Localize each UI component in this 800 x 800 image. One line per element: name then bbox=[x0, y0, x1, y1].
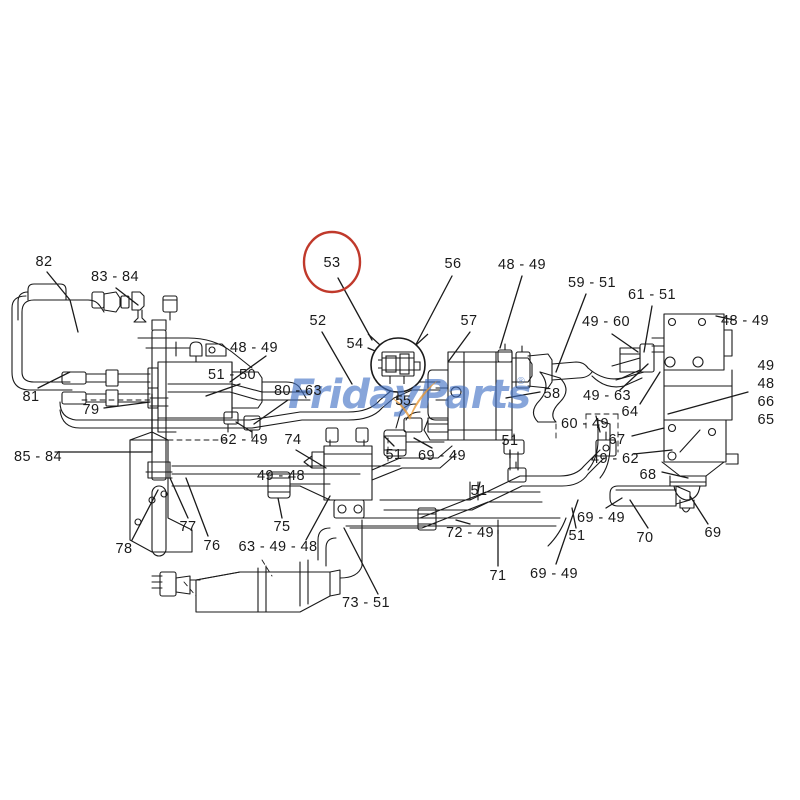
callout-c58: 58 bbox=[543, 385, 561, 402]
callout-c67: 67 bbox=[608, 431, 626, 448]
callout-c74: 74 bbox=[284, 431, 302, 448]
callout-c51-c: 51 bbox=[470, 482, 488, 499]
callout-c62-49: 62 - 49 bbox=[220, 431, 268, 448]
long-horizontal-tubes bbox=[59, 383, 349, 439]
callout-c59-51: 59 - 51 bbox=[568, 274, 616, 291]
lower-left-pipe bbox=[151, 519, 363, 613]
callout-c70: 70 bbox=[636, 529, 654, 546]
callout-c76: 76 bbox=[203, 537, 221, 554]
callout-c82: 82 bbox=[35, 253, 53, 270]
callout-c79: 79 bbox=[82, 401, 100, 418]
callout-c75: 75 bbox=[273, 518, 291, 535]
callout-c71: 71 bbox=[489, 567, 507, 584]
callout-c48-49-R: 48 - 49 bbox=[721, 312, 769, 329]
callout-c68: 68 bbox=[639, 466, 657, 483]
callout-c51-a: 51 bbox=[385, 446, 403, 463]
callout-c48-49-M: 48 - 49 bbox=[498, 256, 546, 273]
callout-c66r: 66 bbox=[757, 393, 775, 410]
callout-c69: 69 bbox=[704, 524, 722, 541]
callout-c49r: 49 bbox=[757, 357, 775, 374]
highlight-circle-53 bbox=[302, 230, 362, 294]
callout-c81: 81 bbox=[22, 388, 40, 405]
callout-c77: 77 bbox=[179, 518, 197, 535]
highlighted-callout-53: 53 bbox=[323, 254, 341, 271]
callout-c72-49: 72 - 49 bbox=[446, 524, 494, 541]
callout-c57: 57 bbox=[460, 312, 478, 329]
leader-lines bbox=[37, 271, 749, 595]
callout-c65r: 65 bbox=[757, 411, 775, 428]
callout-c51-50: 51 - 50 bbox=[208, 366, 256, 383]
pump-outlet-connectors bbox=[515, 345, 593, 389]
center-valve-block bbox=[303, 427, 373, 519]
callout-c56: 56 bbox=[444, 255, 462, 272]
callout-c73-51: 73 - 51 bbox=[342, 594, 390, 611]
callout-c54: 54 bbox=[346, 335, 364, 352]
callout-c63-49-48: 63 - 49 - 48 bbox=[238, 538, 318, 555]
callout-c51-b: 51 bbox=[501, 432, 519, 449]
left-cylinder-body bbox=[157, 341, 307, 433]
callout-c61-51: 61 - 51 bbox=[628, 286, 676, 303]
drawing-linework bbox=[11, 271, 749, 613]
callout-c49-62: 49 - 62 bbox=[591, 450, 639, 467]
callout-c49-60: 49 - 60 bbox=[582, 313, 630, 330]
left-hose-loop-assembly bbox=[11, 283, 178, 409]
dashed-reference-lines bbox=[81, 399, 619, 597]
callout-c49-48: 49 - 48 bbox=[257, 467, 305, 484]
callout-c69-49-B: 69 - 49 bbox=[530, 565, 578, 582]
callout-c85-84: 85 - 84 bbox=[14, 448, 62, 465]
detail-inset-label: 55 bbox=[395, 392, 411, 408]
callout-c64: 64 bbox=[621, 403, 639, 420]
callout-c69-49-M: 69 - 49 bbox=[418, 447, 466, 464]
callout-c78: 78 bbox=[115, 540, 133, 557]
callout-c83-84: 83 - 84 bbox=[91, 268, 139, 285]
callout-c80-63: 80 - 63 bbox=[274, 382, 322, 399]
lower-center-tube-network bbox=[317, 419, 617, 567]
callout-c51-d: 51 bbox=[568, 527, 586, 544]
callout-c48r: 48 bbox=[757, 375, 775, 392]
callout-c60-49: 60 - 49 bbox=[561, 415, 609, 432]
callout-c49-63: 49 - 63 bbox=[583, 387, 631, 404]
callout-c48-49-L: 48 - 49 bbox=[230, 339, 278, 356]
callout-c69-49-R: 69 - 49 bbox=[577, 509, 625, 526]
callout-c52: 52 bbox=[309, 312, 327, 329]
right-valve-stack bbox=[611, 313, 739, 513]
